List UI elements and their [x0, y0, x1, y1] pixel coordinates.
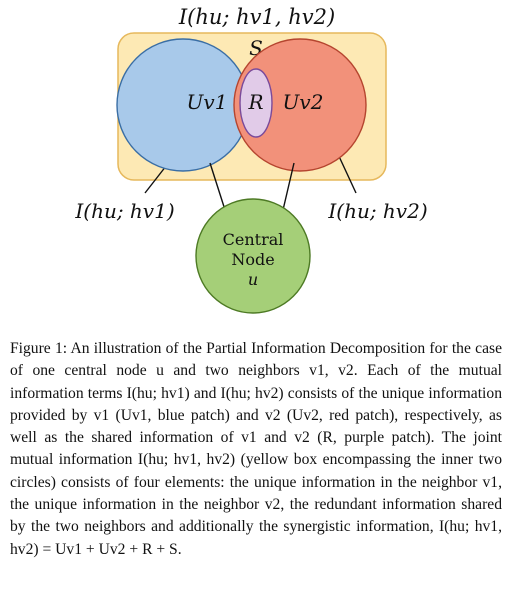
right-mi-label: I(hu; hv2)	[327, 199, 427, 223]
left-mi-label: I(hu; hv1)	[74, 199, 174, 223]
unique-right-circle	[233, 38, 367, 172]
right-circle-label: Uv2	[283, 90, 324, 114]
redundancy-patch	[239, 68, 273, 138]
redundancy-label: R	[247, 90, 263, 114]
right-mi-connector	[336, 151, 357, 194]
central-node-line2: Node	[231, 250, 274, 269]
right-to-node-edge	[282, 162, 295, 211]
caption-text: Figure 1: An illustration of the Partial…	[10, 340, 502, 558]
left-to-node-edge	[209, 162, 227, 214]
joint-mi-label: I(hu; hv1, hv2)	[178, 5, 335, 29]
pid-diagram: I(hu; hv1, hv2) S Uv1 R Uv2 Central Node…	[74, 5, 428, 314]
central-node-variable: u	[248, 270, 258, 289]
figure-caption: Figure 1: An illustration of the Partial…	[10, 338, 502, 561]
left-circle-label: Uv1	[187, 90, 228, 114]
central-node-line1: Central	[223, 230, 284, 249]
central-node	[195, 198, 311, 314]
unique-left-circle	[116, 38, 250, 172]
